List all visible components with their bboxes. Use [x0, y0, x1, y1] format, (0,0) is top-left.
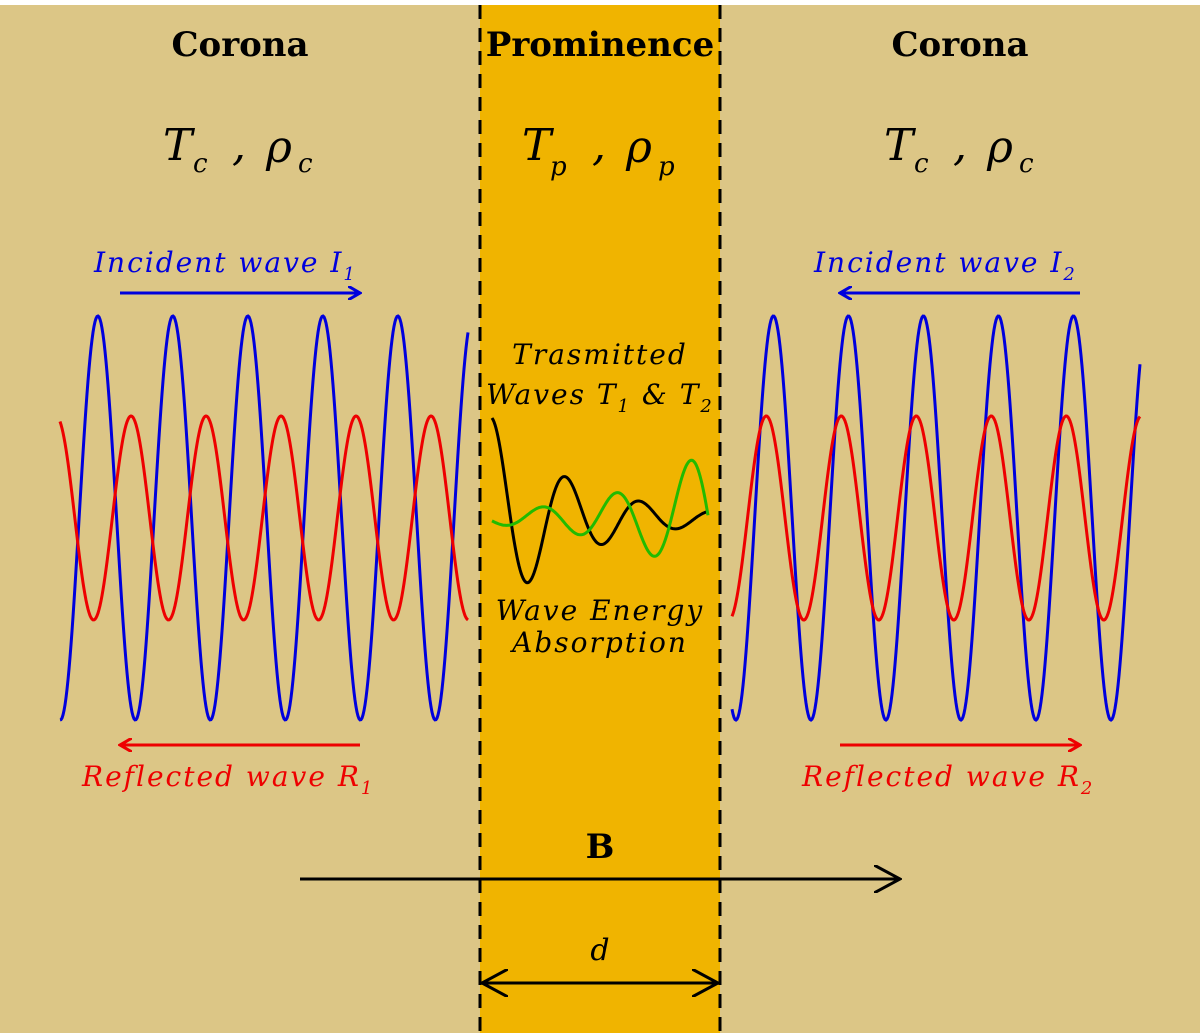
density-subscript: c [298, 149, 313, 179]
params-right: T c , ρ c [884, 120, 1034, 179]
title-corona-right: Corona [891, 25, 1028, 65]
transmitted-label-line1: Trasmitted [512, 338, 688, 371]
reflected-wave-right-label: Reflected wave R2 [801, 760, 1094, 799]
separator-comma: , [592, 120, 606, 171]
separator-comma: , [953, 120, 967, 171]
temp-symbol: T [163, 120, 196, 171]
absorption-label-line1: Wave Energy [496, 594, 705, 627]
incident-wave-right-label: Incident wave I2 [813, 246, 1077, 285]
incident-wave-left [59, 314, 470, 722]
params-middle: T p , ρ p [522, 120, 675, 182]
reflected-wave-left [58, 414, 469, 622]
incident-wave-left-label: Incident wave I1 [93, 246, 357, 285]
temp-subscript: c [914, 149, 929, 179]
temp-symbol: T [522, 120, 555, 171]
density-subscript: p [658, 152, 675, 182]
temp-subscript: p [550, 152, 567, 182]
density-symbol: ρ [986, 122, 1013, 173]
separator-comma: , [232, 120, 246, 171]
params-left: T c , ρ c [163, 120, 313, 179]
reflected-wave-right [730, 414, 1142, 622]
absorption-label-line2: Absorption [509, 626, 688, 659]
thickness-label: d [590, 933, 609, 968]
temp-subscript: c [193, 149, 208, 179]
title-prominence: Prominence [486, 25, 714, 65]
transmitted-wave-2 [491, 458, 710, 558]
corona-right-region [720, 5, 1200, 1033]
incident-wave-right [730, 314, 1142, 722]
density-symbol: ρ [265, 122, 292, 173]
magnetic-field-label: B [586, 827, 615, 867]
density-subscript: c [1019, 149, 1034, 179]
reflected-wave-left-label: Reflected wave R1 [81, 760, 374, 799]
title-corona-left: Corona [171, 25, 308, 65]
temp-symbol: T [884, 120, 917, 171]
density-symbol: ρ [625, 122, 652, 173]
transmitted-wave-1 [490, 417, 709, 585]
transmitted-label-line2: Waves T1 & T2 [486, 378, 714, 417]
